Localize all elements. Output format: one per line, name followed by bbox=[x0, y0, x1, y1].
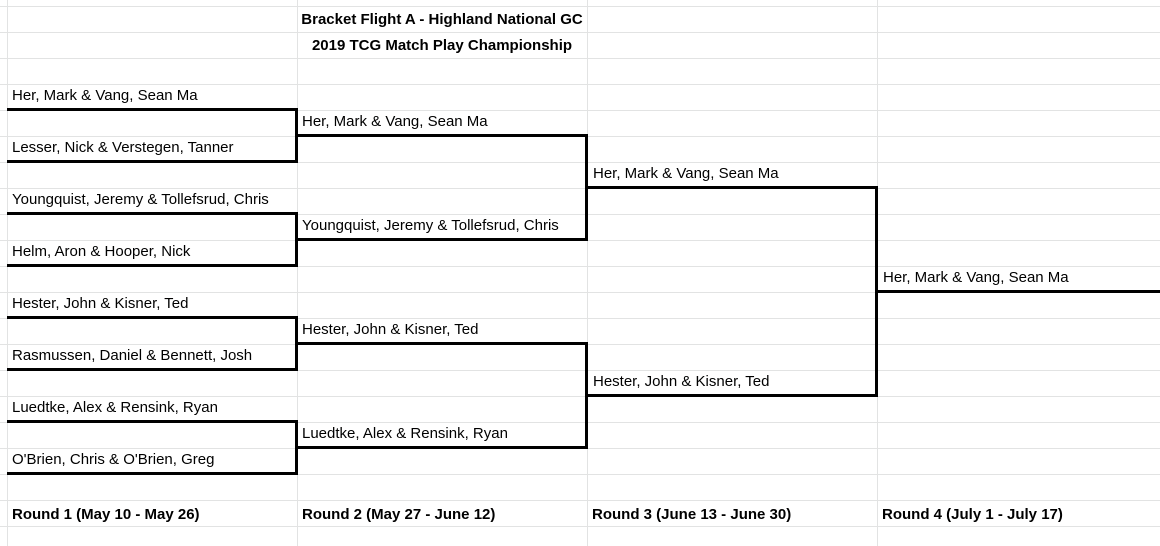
r1-team-8[interactable]: O'Brien, Chris & O'Brien, Greg bbox=[12, 451, 215, 468]
grid-row-line bbox=[0, 500, 1160, 501]
championship-title[interactable]: 2019 TCG Match Play Championship bbox=[311, 37, 573, 54]
bracket-line bbox=[877, 290, 1160, 293]
bracket-line bbox=[297, 134, 588, 137]
bracket-line bbox=[875, 186, 878, 397]
r1-team-4[interactable]: Helm, Aron & Hooper, Nick bbox=[12, 243, 191, 260]
bracket-line bbox=[297, 238, 588, 241]
round-2-label[interactable]: Round 2 (May 27 - June 12) bbox=[302, 506, 496, 523]
grid-row-line bbox=[0, 84, 1160, 85]
grid-row-line bbox=[0, 188, 1160, 189]
round-1-label[interactable]: Round 1 (May 10 - May 26) bbox=[12, 506, 200, 523]
grid-row-line bbox=[0, 422, 1160, 423]
bracket-line bbox=[587, 394, 878, 397]
r3-team-1[interactable]: Her, Mark & Vang, Sean Ma bbox=[593, 165, 779, 182]
bracket-line bbox=[7, 420, 298, 423]
grid-col-line bbox=[7, 0, 8, 546]
r3-team-2[interactable]: Hester, John & Kisner, Ted bbox=[593, 373, 770, 390]
bracket-line bbox=[295, 108, 298, 163]
r1-team-5[interactable]: Hester, John & Kisner, Ted bbox=[12, 295, 189, 312]
r2-team-1[interactable]: Her, Mark & Vang, Sean Ma bbox=[302, 113, 488, 130]
r1-team-7[interactable]: Luedtke, Alex & Rensink, Ryan bbox=[12, 399, 218, 416]
r1-team-2[interactable]: Lesser, Nick & Verstegen, Tanner bbox=[12, 139, 234, 156]
bracket-title[interactable]: Bracket Flight A - Highland National GC bbox=[301, 11, 583, 28]
grid-row-line bbox=[0, 58, 1160, 59]
grid-row-line bbox=[0, 318, 1160, 319]
bracket-line bbox=[585, 134, 588, 241]
grid-col-line bbox=[297, 0, 298, 546]
grid-row-line bbox=[0, 32, 1160, 33]
round-3-label[interactable]: Round 3 (June 13 - June 30) bbox=[592, 506, 792, 523]
r4-team-1[interactable]: Her, Mark & Vang, Sean Ma bbox=[883, 269, 1069, 286]
bracket-line bbox=[295, 316, 298, 371]
grid-row-line bbox=[0, 110, 1160, 111]
grid-row-line bbox=[0, 162, 1160, 163]
grid-row-line bbox=[0, 526, 1160, 527]
bracket-line bbox=[7, 160, 298, 163]
grid-row-line bbox=[0, 396, 1160, 397]
grid-row-line bbox=[0, 292, 1160, 293]
bracket-line bbox=[7, 316, 298, 319]
round-4-label[interactable]: Round 4 (July 1 - July 17) bbox=[882, 506, 1063, 523]
bracket-line bbox=[295, 420, 298, 475]
grid-row-line bbox=[0, 266, 1160, 267]
grid-row-line bbox=[0, 474, 1160, 475]
r1-team-3[interactable]: Youngquist, Jeremy & Tollefsrud, Chris bbox=[12, 191, 269, 208]
bracket-line bbox=[7, 264, 298, 267]
bracket-line bbox=[297, 342, 588, 345]
bracket-line bbox=[585, 342, 588, 449]
grid-row-line bbox=[0, 370, 1160, 371]
grid-col-line bbox=[587, 0, 588, 546]
grid-row-line bbox=[0, 6, 1160, 7]
bracket-line bbox=[7, 108, 298, 111]
bracket-line bbox=[297, 446, 588, 449]
r2-team-3[interactable]: Hester, John & Kisner, Ted bbox=[302, 321, 479, 338]
r2-team-4[interactable]: Luedtke, Alex & Rensink, Ryan bbox=[302, 425, 508, 442]
bracket-line bbox=[7, 212, 298, 215]
bracket-line bbox=[7, 472, 298, 475]
bracket-line bbox=[295, 212, 298, 267]
bracket-line bbox=[587, 186, 878, 189]
r1-team-1[interactable]: Her, Mark & Vang, Sean Ma bbox=[12, 87, 198, 104]
bracket-line bbox=[7, 368, 298, 371]
grid-row-line bbox=[0, 214, 1160, 215]
r1-team-6[interactable]: Rasmussen, Daniel & Bennett, Josh bbox=[12, 347, 253, 364]
r2-team-2[interactable]: Youngquist, Jeremy & Tollefsrud, Chris bbox=[302, 217, 559, 234]
